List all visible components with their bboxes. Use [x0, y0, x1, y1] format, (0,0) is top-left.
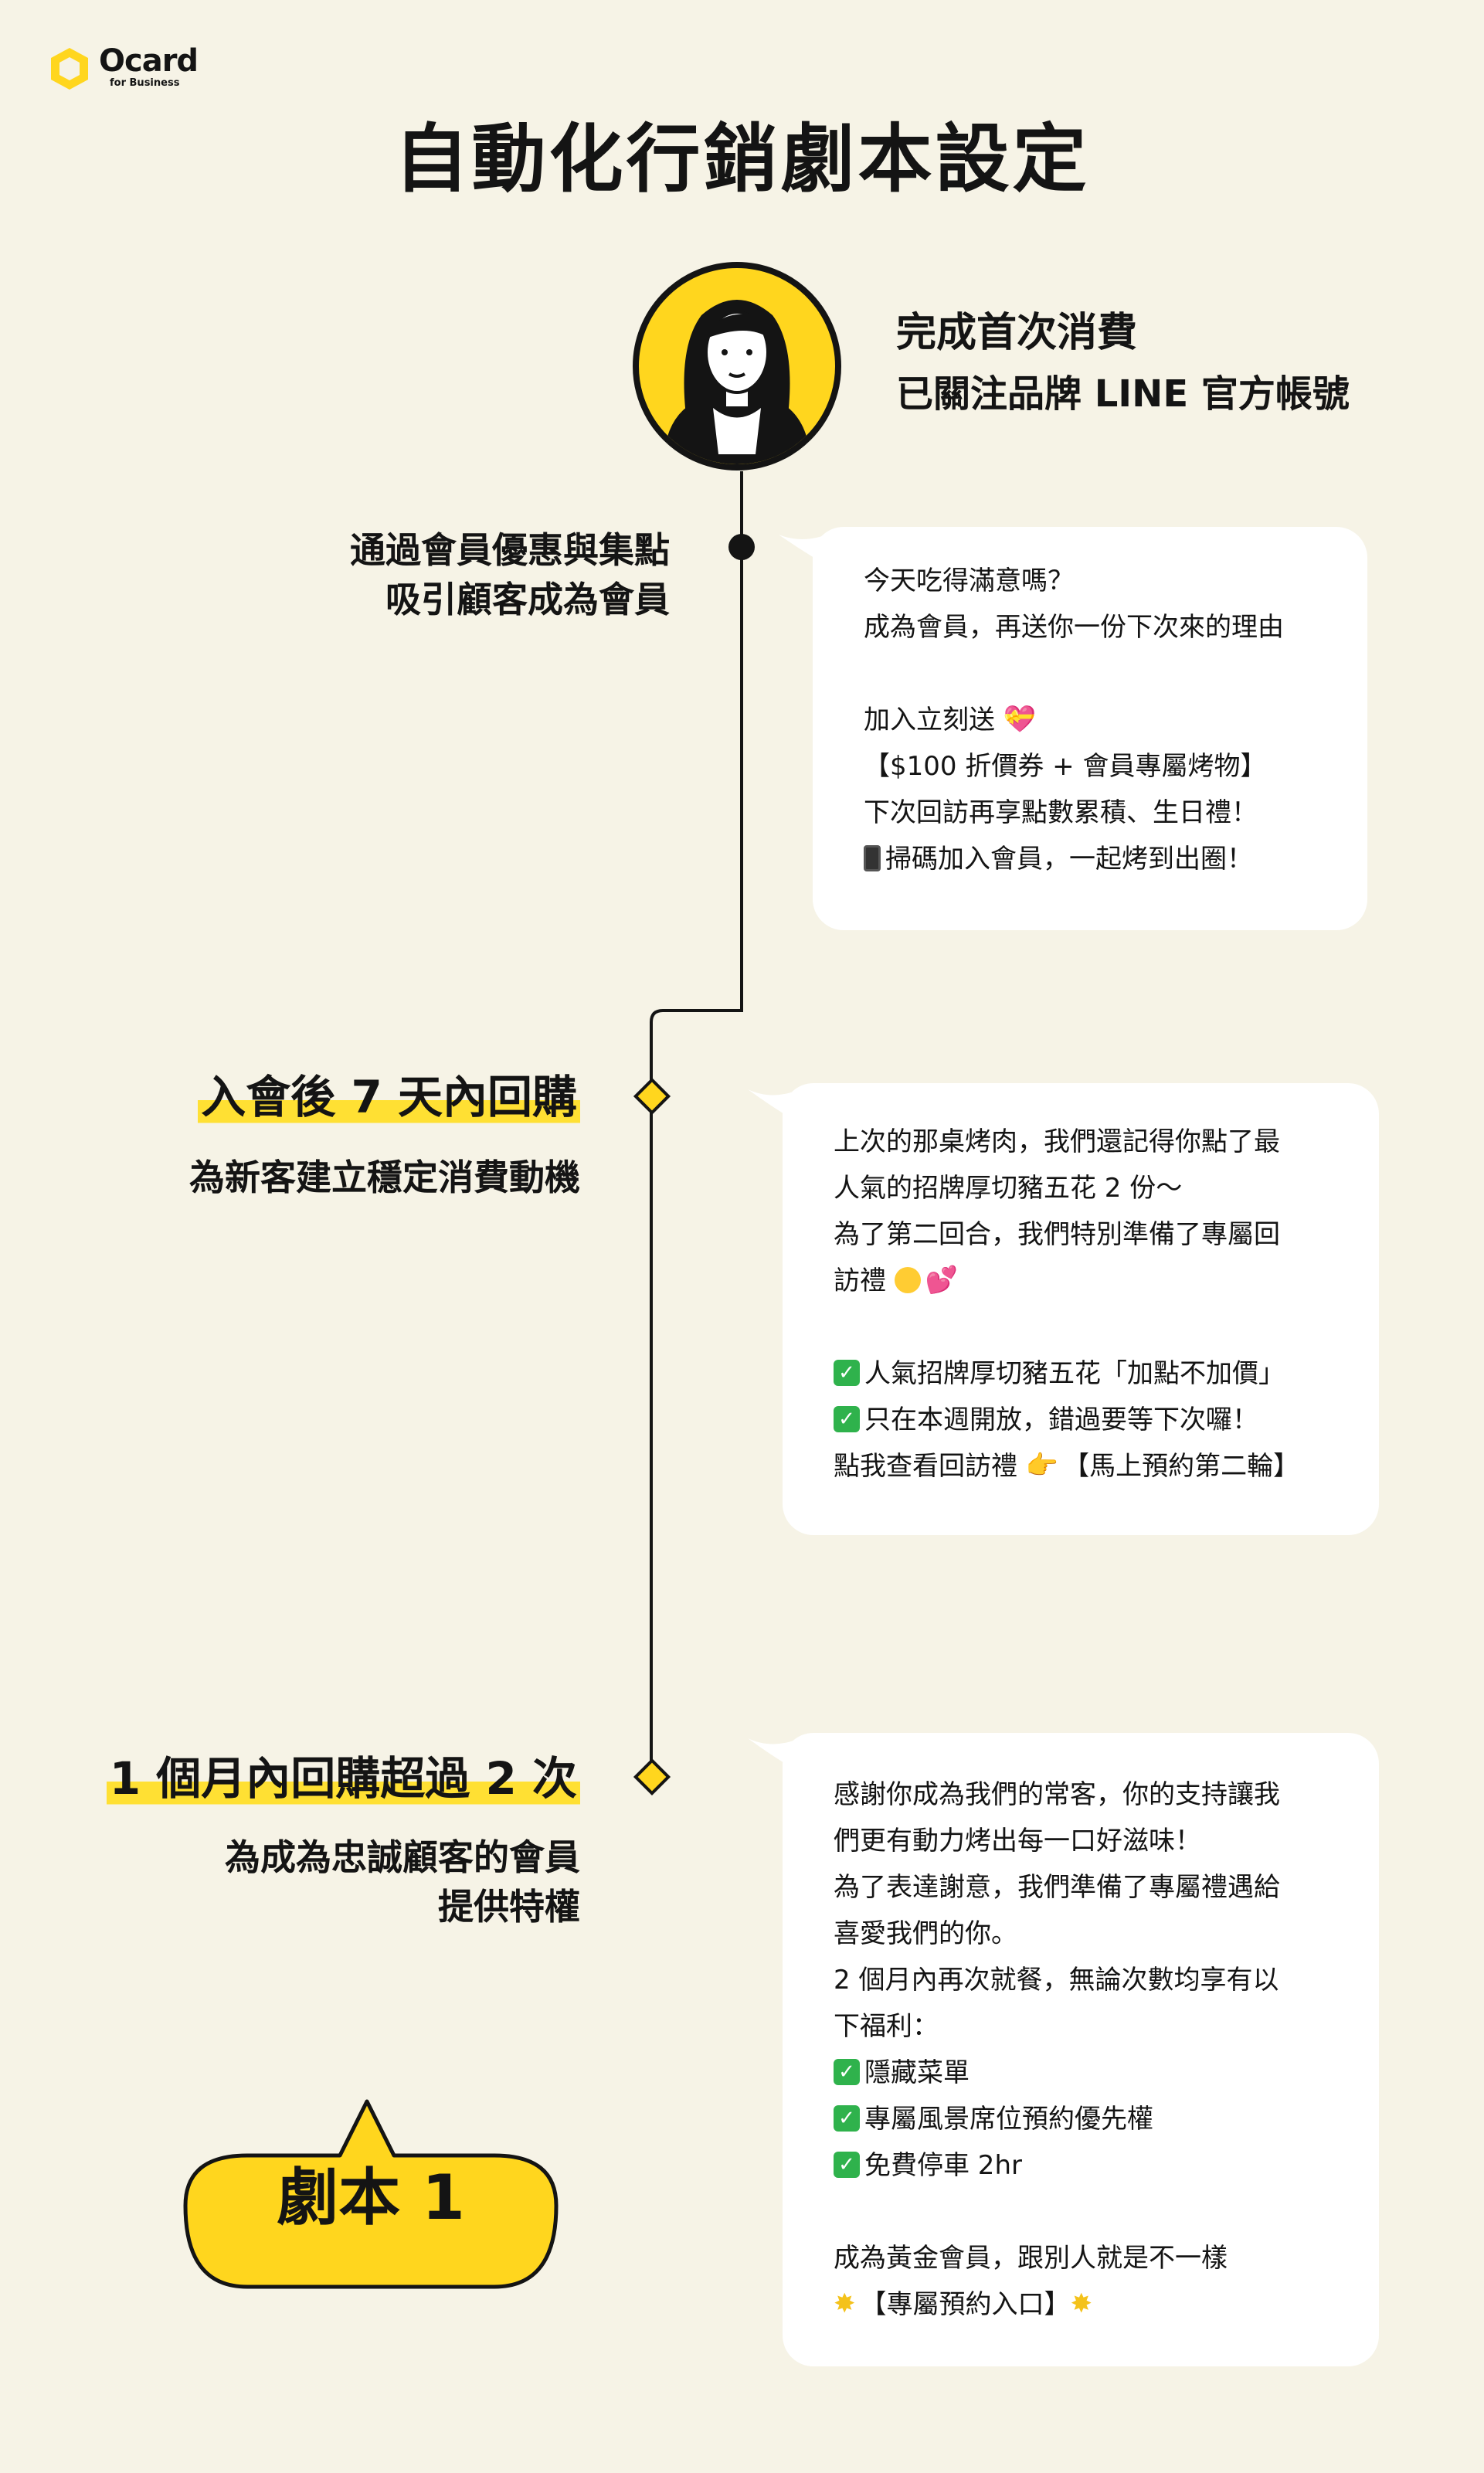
trigger-subtitle: 已關注品牌 LINE 官方帳號 — [896, 372, 1350, 416]
message-3-content: 感謝你成為我們的常客，你的支持讓我 們更有動力烤出每一口好滋味！ 為了表達謝意，… — [834, 1772, 1280, 2328]
message-line: 今天吃得滿意嗎？ — [864, 566, 1074, 596]
message-line: 2 個月內再次就餐，無論次數均享有以 — [834, 1965, 1279, 1996]
sparkle-icon: ✸ — [834, 2288, 856, 2319]
message-line: 下福利： — [834, 2011, 939, 2042]
step-2-title-text: 入會後 7 天內回購 — [198, 1066, 580, 1128]
step-2-title: 入會後 7 天內回購 — [198, 1066, 580, 1128]
message-line: 為了第二回合，我們特別準備了專屬回 — [834, 1219, 1280, 1250]
message-line: 成為黃金會員，跟別人就是不一樣 — [834, 2243, 1228, 2274]
brand-tagline: for Business — [110, 77, 180, 89]
message-line: 點我查看回訪禮 👉【馬上預約第二輪】 — [834, 1449, 1300, 1482]
message-line: 下次回訪再享點數累積、生日禮！ — [864, 797, 1258, 828]
sparkle-icon: ✸ — [1070, 2288, 1093, 2319]
timeline-diamond-2 — [633, 1758, 671, 1796]
check-mark-icon: ✓ — [834, 1359, 860, 1386]
page-title: 自動化行銷劇本設定 — [394, 116, 1090, 202]
step-3-description-line: 為成為忠誠顧客的會員 — [225, 1836, 580, 1878]
message-line: ✸【專屬預約入口】✸ — [834, 2281, 1280, 2328]
script-badge — [183, 2099, 559, 2289]
message-1-content: 今天吃得滿意嗎？ 成為會員，再送你一份下次來的理由 加入立刻送 💝 【$100 … — [864, 558, 1284, 882]
step-3-title: 1 個月內回購超過 2 次 — [106, 1748, 580, 1809]
message-line: 為了表達謝意，我們準備了專屬禮遇給 — [834, 1872, 1280, 1903]
check-mark-icon: ✓ — [834, 2151, 860, 2178]
mobile-phone-icon — [864, 844, 881, 871]
check-mark-icon: ✓ — [834, 2058, 860, 2085]
brand-name: Ocard — [99, 43, 199, 79]
trigger-title: 完成首次消費 — [896, 310, 1138, 356]
check-mark-icon: ✓ — [834, 1405, 860, 1432]
message-line: 加入立刻送 💝 — [864, 703, 1037, 735]
reserve-link[interactable]: 【馬上預約第二輪】 — [1063, 1451, 1300, 1482]
step-1-description: 通過會員優惠與集點 吸引顧客成為會員 — [350, 525, 670, 624]
message-line: ✓專屬風景席位預約優先權 — [834, 2096, 1280, 2142]
message-line: 成為會員，再送你一份下次來的理由 — [864, 612, 1284, 643]
message-line: 訪禮 💕 — [834, 1264, 959, 1296]
message-bubble-3: 感謝你成為我們的常客，你的支持讓我 們更有動力烤出每一口好滋味！ 為了表達謝意，… — [783, 1733, 1379, 2366]
message-bubble-2: 上次的那桌烤肉，我們還記得你點了最 人氣的招牌厚切豬五花 2 份～ 為了第二回合… — [783, 1083, 1379, 1535]
step-3-title-text: 1 個月內回購超過 2 次 — [106, 1748, 580, 1809]
customer-avatar-icon — [633, 262, 841, 470]
step-1-description-line: 吸引顧客成為會員 — [385, 579, 670, 620]
step-3-description: 為成為忠誠顧客的會員 提供特權 — [225, 1833, 580, 1931]
hearts-icon: 💕 — [925, 1264, 959, 1296]
step-2-description: 為新客建立穩定消費動機 — [189, 1153, 580, 1202]
gift-heart-icon: 💝 — [1003, 703, 1037, 735]
message-line: 掃碼加入會員，一起烤到出圈！ — [864, 836, 1284, 882]
smiling-hearts-icon — [894, 1266, 921, 1293]
timeline-dot — [728, 534, 755, 560]
message-line: 人氣的招牌厚切豬五花 2 份～ — [834, 1173, 1183, 1204]
message-bubble-1: 今天吃得滿意嗎？ 成為會員，再送你一份下次來的理由 加入立刻送 💝 【$100 … — [813, 527, 1367, 930]
step-2-description-line: 為新客建立穩定消費動機 — [189, 1157, 580, 1198]
message-line: 們更有動力烤出每一口好滋味！ — [834, 1826, 1201, 1856]
step-3-description-line: 提供特權 — [438, 1886, 580, 1928]
message-line: ✓隱藏菜單 — [834, 2050, 1280, 2096]
pointing-hand-icon: 👉 — [1025, 1449, 1059, 1481]
ocard-logo-icon — [51, 48, 88, 90]
timeline-diamond-1 — [633, 1077, 671, 1116]
message-line: 喜愛我們的你。 — [834, 1918, 1017, 1949]
message-line — [864, 651, 1284, 697]
message-line: ✓人氣招牌厚切豬五花「加點不加價」 — [834, 1350, 1299, 1397]
step-1-description-line: 通過會員優惠與集點 — [350, 529, 670, 571]
message-line: ✓只在本週開放，錯過要等下次囉！ — [834, 1397, 1299, 1443]
message-2-content: 上次的那桌烤肉，我們還記得你點了最 人氣的招牌厚切豬五花 2 份～ 為了第二回合… — [834, 1119, 1299, 1490]
message-line: 感謝你成為我們的常客，你的支持讓我 — [834, 1779, 1280, 1810]
message-line — [834, 1304, 1299, 1350]
exclusive-reservation-link[interactable]: 【專屬預約入口】 — [860, 2289, 1071, 2320]
message-line — [834, 2189, 1280, 2235]
script-badge-label: 劇本 1 — [277, 2162, 465, 2234]
check-mark-icon: ✓ — [834, 2104, 860, 2132]
message-line: 上次的那桌烤肉，我們還記得你點了最 — [834, 1126, 1280, 1157]
message-line: ✓免費停車 2hr — [834, 2142, 1280, 2189]
message-line: 【$100 折價券 + 會員專屬烤物】 — [864, 751, 1267, 782]
timeline-connector — [650, 471, 743, 1777]
